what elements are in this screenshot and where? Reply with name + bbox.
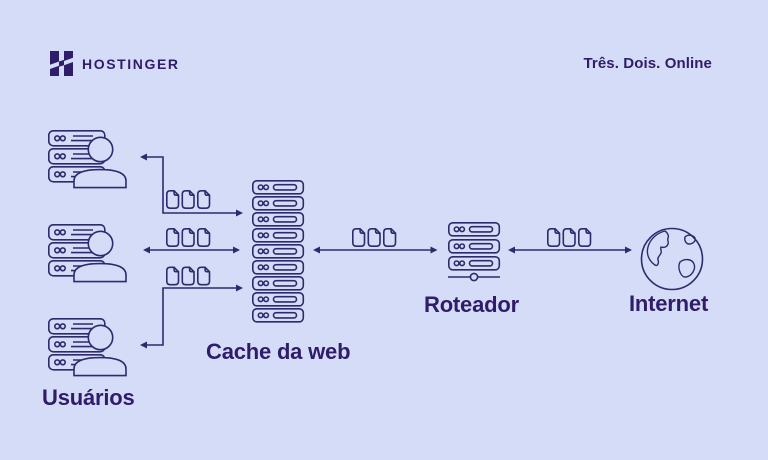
internet-label: Internet [629, 291, 709, 316]
server-stack-icon [252, 180, 305, 323]
server-user-icon [49, 319, 126, 376]
web-cache-label: Cache da web [206, 339, 351, 364]
server-user-icon [49, 225, 126, 282]
router-icon [447, 222, 501, 282]
edge-router-internet [508, 246, 632, 254]
edge-cache-router [313, 246, 438, 254]
brand-name: HOSTINGER [82, 55, 180, 72]
server-user-icon [49, 131, 126, 188]
documents-icon [167, 229, 210, 246]
documents-icon [167, 267, 210, 284]
documents-icon [167, 191, 210, 208]
edge-user1-cache [140, 153, 243, 217]
router-label: Roteador [424, 292, 519, 317]
documents-icon [353, 229, 396, 246]
globe-icon [640, 227, 704, 291]
edge-user2-cache [143, 246, 240, 254]
hostinger-h-logo-icon [50, 51, 73, 76]
header: HOSTINGER Três. Dois. Online [0, 0, 768, 90]
documents-icon [548, 229, 591, 246]
brand: HOSTINGER [50, 51, 180, 76]
users-label: Usuários [42, 385, 135, 410]
edge-user3-cache [140, 284, 243, 349]
tagline: Três. Dois. Online [583, 55, 712, 72]
